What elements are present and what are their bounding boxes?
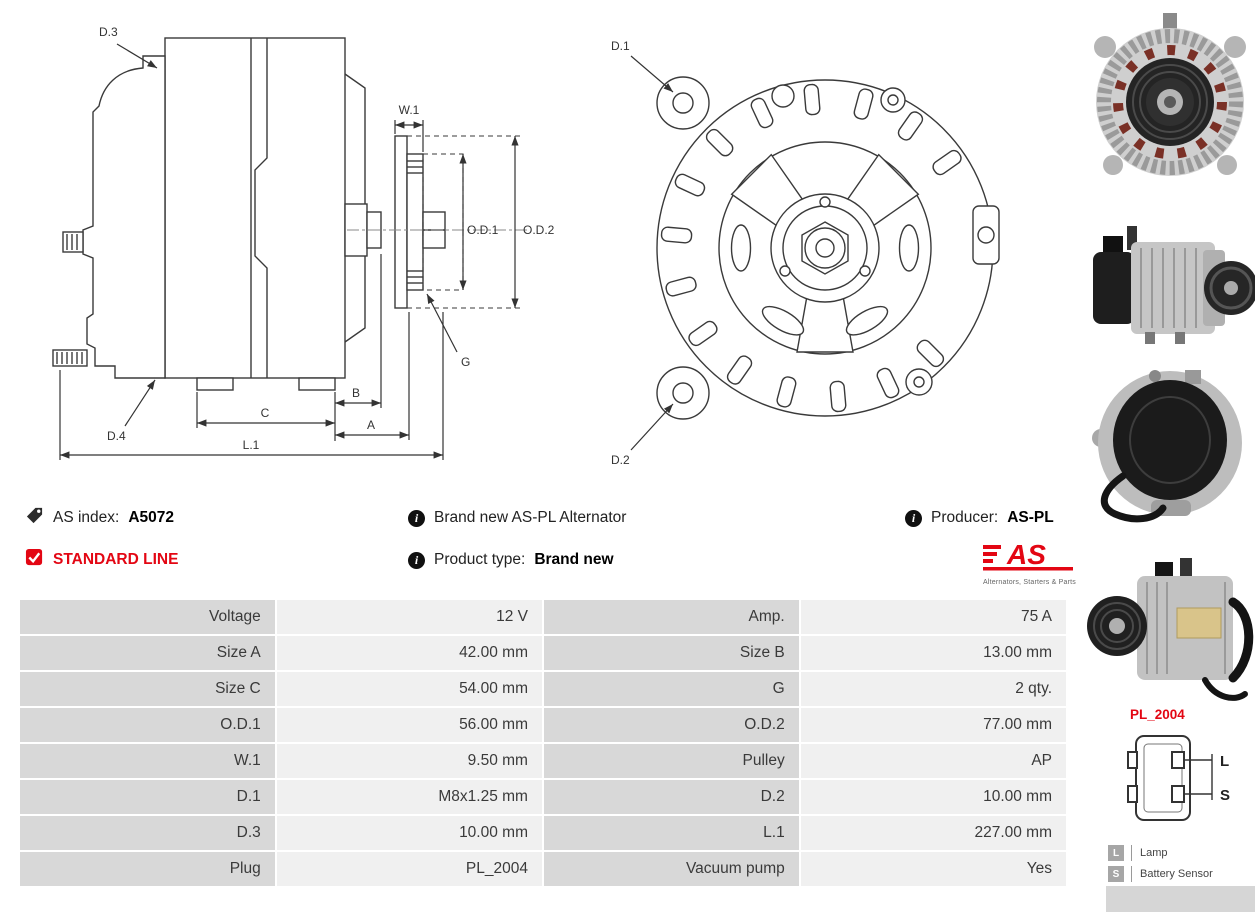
- as-pl-logo: AS Alternators, Starters & Parts: [983, 536, 1076, 586]
- technical-drawing-front: D.1 D.2: [575, 8, 1075, 493]
- spec-cell-value: 10.00 mm: [798, 778, 1069, 816]
- standard-line-label: STANDARD LINE: [53, 551, 179, 568]
- dim-label-d1: D.1: [611, 39, 630, 53]
- dim-label-d4: D.4: [107, 429, 126, 443]
- info-icon: i: [408, 551, 425, 569]
- info-icon: i: [905, 509, 922, 527]
- spec-cell-label: W.1: [18, 742, 277, 780]
- spec-cell-value: 2 qty.: [798, 670, 1069, 708]
- plug-diagram: L S: [1126, 730, 1255, 840]
- spec-cell-label: Size B: [541, 634, 801, 672]
- spec-cell-value: PL_2004: [274, 850, 544, 888]
- as-index: AS index: A5072: [25, 506, 174, 530]
- bottom-bar: [1106, 886, 1255, 912]
- tag-icon: [25, 506, 44, 530]
- as-index-label: AS index:: [53, 509, 120, 526]
- product-type-value: Brand new: [534, 551, 614, 568]
- dim-label-w1: W.1: [399, 103, 420, 117]
- spec-cell-label: D.2: [541, 778, 801, 816]
- spec-cell-label: G: [541, 670, 801, 708]
- spec-cell-label: O.D.2: [541, 706, 801, 744]
- spec-cell-value: M8x1.25 mm: [274, 778, 544, 816]
- spec-cell-value: 42.00 mm: [274, 634, 544, 672]
- dim-label-b: B: [352, 386, 360, 400]
- spec-cell-label: D.1: [18, 778, 277, 816]
- legend-row-battery-sensor: S Battery Sensor: [1108, 866, 1255, 882]
- info-icon: i: [408, 509, 425, 527]
- product-type: i Product type: Brand new: [408, 548, 614, 572]
- brand-new-text: Brand new AS-PL Alternator: [434, 509, 627, 526]
- legend-label-battery-sensor: Battery Sensor: [1131, 866, 1213, 882]
- spec-row: D.1 M8x1.25 mm D.2 10.00 mm: [18, 778, 1069, 816]
- spec-row: Size A 42.00 mm Size B 13.00 mm: [18, 634, 1069, 672]
- as-index-value: A5072: [128, 509, 175, 526]
- producer: i Producer: AS-PL: [905, 506, 1054, 530]
- front-view-svg: D.1 D.2: [611, 39, 1000, 467]
- dim-label-d2: D.2: [611, 453, 630, 467]
- spec-cell-value: 12 V: [274, 598, 544, 636]
- spec-row: D.3 10.00 mm L.1 227.00 mm: [18, 814, 1069, 852]
- spec-cell-label: Vacuum pump: [541, 850, 801, 888]
- legend-key-s: S: [1108, 866, 1124, 882]
- spec-row: O.D.1 56.00 mm O.D.2 77.00 mm: [18, 706, 1069, 744]
- spec-row: Voltage 12 V Amp. 75 A: [18, 598, 1069, 636]
- legend-key-l: L: [1108, 845, 1124, 861]
- technical-drawing-side: D.3 W.1 O.D.1 O.D.2 G D.4 C B A L.1: [15, 8, 560, 493]
- side-view-svg: D.3 W.1 O.D.1 O.D.2 G D.4 C B A L.1: [52, 25, 555, 460]
- spec-cell-label: Pulley: [541, 742, 801, 780]
- spec-cell-value: 75 A: [798, 598, 1069, 636]
- plug-legend: L Lamp S Battery Sensor: [1108, 845, 1255, 887]
- spec-cell-value: 56.00 mm: [274, 706, 544, 744]
- spec-cell-value: AP: [798, 742, 1069, 780]
- spec-cell-value: Yes: [798, 850, 1069, 888]
- spec-cell-label: Plug: [18, 850, 277, 888]
- legend-label-lamp: Lamp: [1131, 845, 1168, 861]
- dim-label-g: G: [461, 355, 470, 369]
- producer-label: Producer:: [931, 509, 999, 526]
- spec-cell-value: 77.00 mm: [798, 706, 1069, 744]
- legend-row-lamp: L Lamp: [1108, 845, 1255, 861]
- logo-text: AS: [1006, 539, 1046, 570]
- plug-pin-s-label: S: [1220, 787, 1230, 804]
- spec-cell-label: Size A: [18, 634, 277, 672]
- spec-cell-value: 10.00 mm: [274, 814, 544, 852]
- spec-cell-value: 227.00 mm: [798, 814, 1069, 852]
- producer-value: AS-PL: [1007, 509, 1054, 526]
- spec-cell-value: 54.00 mm: [274, 670, 544, 708]
- plug-code: PL_2004: [1130, 707, 1185, 722]
- spec-cell-value: 9.50 mm: [274, 742, 544, 780]
- product-photo-rear[interactable]: [1085, 358, 1255, 523]
- logo-tagline: Alternators, Starters & Parts: [983, 579, 1076, 586]
- spec-cell-label: Size C: [18, 670, 277, 708]
- standard-line: STANDARD LINE: [25, 548, 178, 572]
- spec-cell-label: Voltage: [18, 598, 277, 636]
- dim-label-c: C: [261, 406, 270, 420]
- spec-row: W.1 9.50 mm Pulley AP: [18, 742, 1069, 780]
- spec-table: Voltage 12 V Amp. 75 A Size A 42.00 mm S…: [18, 598, 1069, 888]
- product-type-label: Product type:: [434, 551, 526, 568]
- dim-label-od2: O.D.2: [523, 223, 555, 237]
- spec-cell-value: 13.00 mm: [798, 634, 1069, 672]
- brand-new-note: i Brand new AS-PL Alternator: [408, 506, 626, 530]
- dim-label-l1: L.1: [243, 438, 260, 452]
- product-photo-side-right[interactable]: [1085, 212, 1255, 352]
- spec-cell-label: L.1: [541, 814, 801, 852]
- dim-label-a: A: [367, 418, 375, 432]
- spec-row: Plug PL_2004 Vacuum pump Yes: [18, 850, 1069, 888]
- spec-row: Size C 54.00 mm G 2 qty.: [18, 670, 1069, 708]
- dim-label-d3: D.3: [99, 25, 118, 39]
- product-photo-side-left[interactable]: [1085, 552, 1255, 712]
- product-photo-front[interactable]: [1085, 5, 1255, 200]
- check-icon: [25, 548, 44, 572]
- dim-label-od1: O.D.1: [467, 223, 499, 237]
- spec-cell-label: O.D.1: [18, 706, 277, 744]
- spec-cell-label: Amp.: [541, 598, 801, 636]
- plug-pin-l-label: L: [1220, 753, 1229, 770]
- spec-cell-label: D.3: [18, 814, 277, 852]
